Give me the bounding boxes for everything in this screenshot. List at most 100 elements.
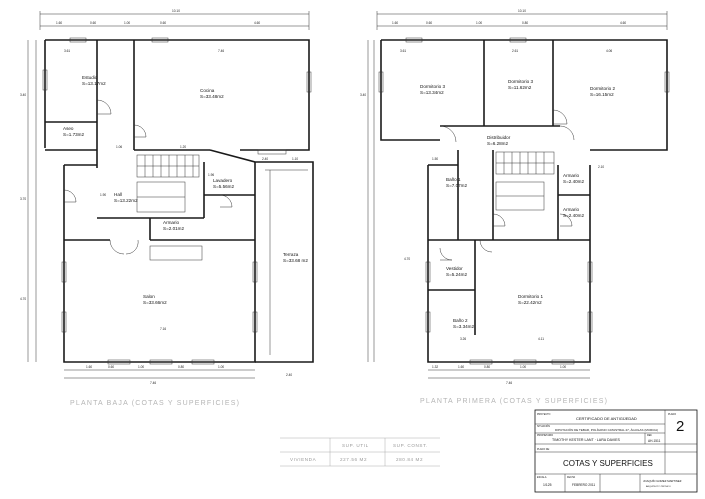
room-area-lavadero: S=5.56m2 (213, 184, 235, 189)
first-floor-caption: PLANTA PRIMERA (COTAS Y SUPERFICIES) (420, 398, 608, 405)
svg-text:0.60: 0.60 (426, 21, 432, 25)
title-block-scale-label: ESCALA (537, 476, 547, 479)
room-area-bano-2: S=3.34m2 (453, 324, 475, 329)
area-table-row-label: VIVIENDA (290, 457, 317, 462)
svg-text:0.60: 0.60 (160, 21, 166, 25)
room-name-dormitorio-2: Dormitorio 2 (590, 86, 615, 91)
room-area-dormitorio-3b: S=11.62m2 (508, 85, 532, 90)
area-table-util-value: 227.56 M2 (340, 457, 367, 462)
room-name-distribuidor: Distribuidor (487, 135, 511, 140)
room-name-terraza: Terraza (283, 252, 299, 257)
room-name-armario: Armario (163, 220, 180, 225)
room-area-estudio: S=13.17m2 (82, 81, 106, 86)
svg-text:1.00: 1.00 (560, 365, 566, 369)
svg-text:1.00: 1.00 (520, 365, 526, 369)
room-area-armario-a: S=2.40m2 (563, 179, 585, 184)
room-name-salon: Salon (143, 294, 155, 299)
title-block-date-label: FECHA (567, 476, 576, 479)
room-name-aseo: Aseo (63, 126, 74, 131)
svg-text:0.60: 0.60 (90, 21, 96, 25)
svg-text:4.70: 4.70 (404, 257, 410, 261)
title-block-author-role: ARQUITECTO TÉCNICO (646, 485, 671, 488)
room-area-armario: S=2.01m2 (163, 226, 185, 231)
svg-text:4.70: 4.70 (20, 297, 26, 301)
room-area-distribuidor: S=6.28m2 (487, 141, 509, 146)
svg-text:1.10: 1.10 (292, 157, 298, 161)
svg-text:1.60: 1.60 (56, 21, 62, 25)
title-block-client: TIMOTHY KESTER LANT · LARA DAVIES (552, 438, 621, 442)
title-block-scale: 1/125 (543, 483, 552, 487)
title-block-title-label: PLANO DE: (537, 448, 550, 451)
room-area-hall: S=13.22m2 (114, 198, 138, 203)
room-area-aseo: S=1.73m2 (63, 132, 85, 137)
svg-text:0.60: 0.60 (108, 365, 114, 369)
room-name-dormitorio-3b: Dormitorio 3 (508, 79, 533, 84)
ground-floor-plan: 10.10 1.60 0.60 1.00 0.60 4.60 3.40 3.70… (20, 9, 314, 407)
ground-overall-width: 10.10 (172, 9, 180, 13)
room-name-dormitorio-3a: Dormitorio 3 (420, 84, 445, 89)
svg-text:1.00: 1.00 (476, 21, 482, 25)
svg-text:7.46: 7.46 (150, 381, 156, 385)
svg-text:2.40: 2.40 (262, 157, 268, 161)
svg-text:3.70: 3.70 (20, 197, 26, 201)
title-block-location: DIPUTACIÓN DE TEBAR, POLÍGONO CATASTRAL … (555, 427, 658, 432)
svg-text:1.06: 1.06 (116, 145, 122, 149)
room-name-lavadero: Lavadero (213, 178, 233, 183)
svg-text:4.60: 4.60 (620, 21, 626, 25)
svg-text:1.90: 1.90 (100, 193, 106, 197)
room-name-armario-a: Armario (563, 173, 580, 178)
area-table-const-value: 280.84 M2 (396, 457, 423, 462)
title-block-sheet-label: PLANO (668, 413, 676, 416)
svg-text:3.61: 3.61 (64, 49, 70, 53)
title-block-location-label: SITUACIÓN (537, 425, 550, 428)
room-name-dormitorio-1: Dormitorio 1 (518, 294, 543, 299)
svg-text:7.46: 7.46 (506, 381, 512, 385)
svg-text:2.10: 2.10 (598, 165, 604, 169)
svg-text:0.80: 0.80 (484, 365, 490, 369)
svg-text:3.61: 3.61 (400, 49, 406, 53)
svg-text:7.46: 7.46 (218, 49, 224, 53)
svg-text:1.20: 1.20 (180, 145, 186, 149)
svg-text:1.96: 1.96 (208, 173, 214, 177)
area-table-col-util: SUP. UTIL (342, 443, 369, 448)
svg-text:1.32: 1.32 (432, 365, 438, 369)
title-block-date: FEBRERO 2011 (572, 483, 595, 487)
svg-text:3.40: 3.40 (360, 93, 366, 97)
title-block-ref-label: REF. (647, 434, 653, 437)
svg-text:7.16: 7.16 (160, 327, 166, 331)
svg-text:4.06: 4.06 (606, 49, 612, 53)
svg-text:1.00: 1.00 (124, 21, 130, 25)
svg-text:2.40: 2.40 (286, 373, 292, 377)
room-name-bano-1: Baño 1 (446, 177, 461, 182)
title-block-project-label: PROYECTO (537, 413, 551, 416)
room-name-bano-2: Baño 2 (453, 318, 468, 323)
room-name-estudio: Estudio (82, 75, 98, 80)
room-area-dormitorio-3a: S=13.34m2 (420, 90, 444, 95)
ground-floor-caption: PLANTA BAJA (COTAS Y SUPERFICIES) (70, 400, 240, 407)
room-area-dormitorio-1: S=22.42m2 (518, 300, 542, 305)
area-table-col-const: SUP. CONST. (393, 443, 428, 448)
svg-text:4.11: 4.11 (538, 337, 544, 341)
title-block-sheet-number: 2 (676, 418, 684, 435)
room-area-salon: S=33.66m2 (143, 300, 167, 305)
room-area-dormitorio-2: S=16.15m2 (590, 92, 614, 97)
room-area-vestidor: S=5.24m2 (446, 272, 468, 277)
svg-text:1.60: 1.60 (86, 365, 92, 369)
svg-text:1.60: 1.60 (392, 21, 398, 25)
room-name-hall: Hall (114, 192, 122, 197)
title-block-author: JOAQUÍN GOMEZ MARTINEZ (643, 479, 682, 483)
title-block: PROYECTO CERTIFICADO DE ANTIGÜEDAD SITUA… (534, 409, 698, 493)
svg-text:0.80: 0.80 (522, 21, 528, 25)
svg-text:4.60: 4.60 (254, 21, 260, 25)
title-block-client-label: PROPIETARIO (537, 434, 553, 437)
room-area-terraza: S=33.68 m2 (283, 258, 308, 263)
room-name-armario-b: Armario (563, 207, 580, 212)
svg-text:2.61: 2.61 (512, 49, 518, 53)
svg-text:1.60: 1.60 (458, 365, 464, 369)
room-area-bano-1: S=7.07m2 (446, 183, 468, 188)
room-name-vestidor: Vestidor (446, 266, 463, 271)
svg-text:3.40: 3.40 (20, 93, 26, 97)
title-block-project: CERTIFICADO DE ANTIGÜEDAD (576, 416, 637, 421)
first-overall-width: 10.10 (518, 9, 526, 13)
